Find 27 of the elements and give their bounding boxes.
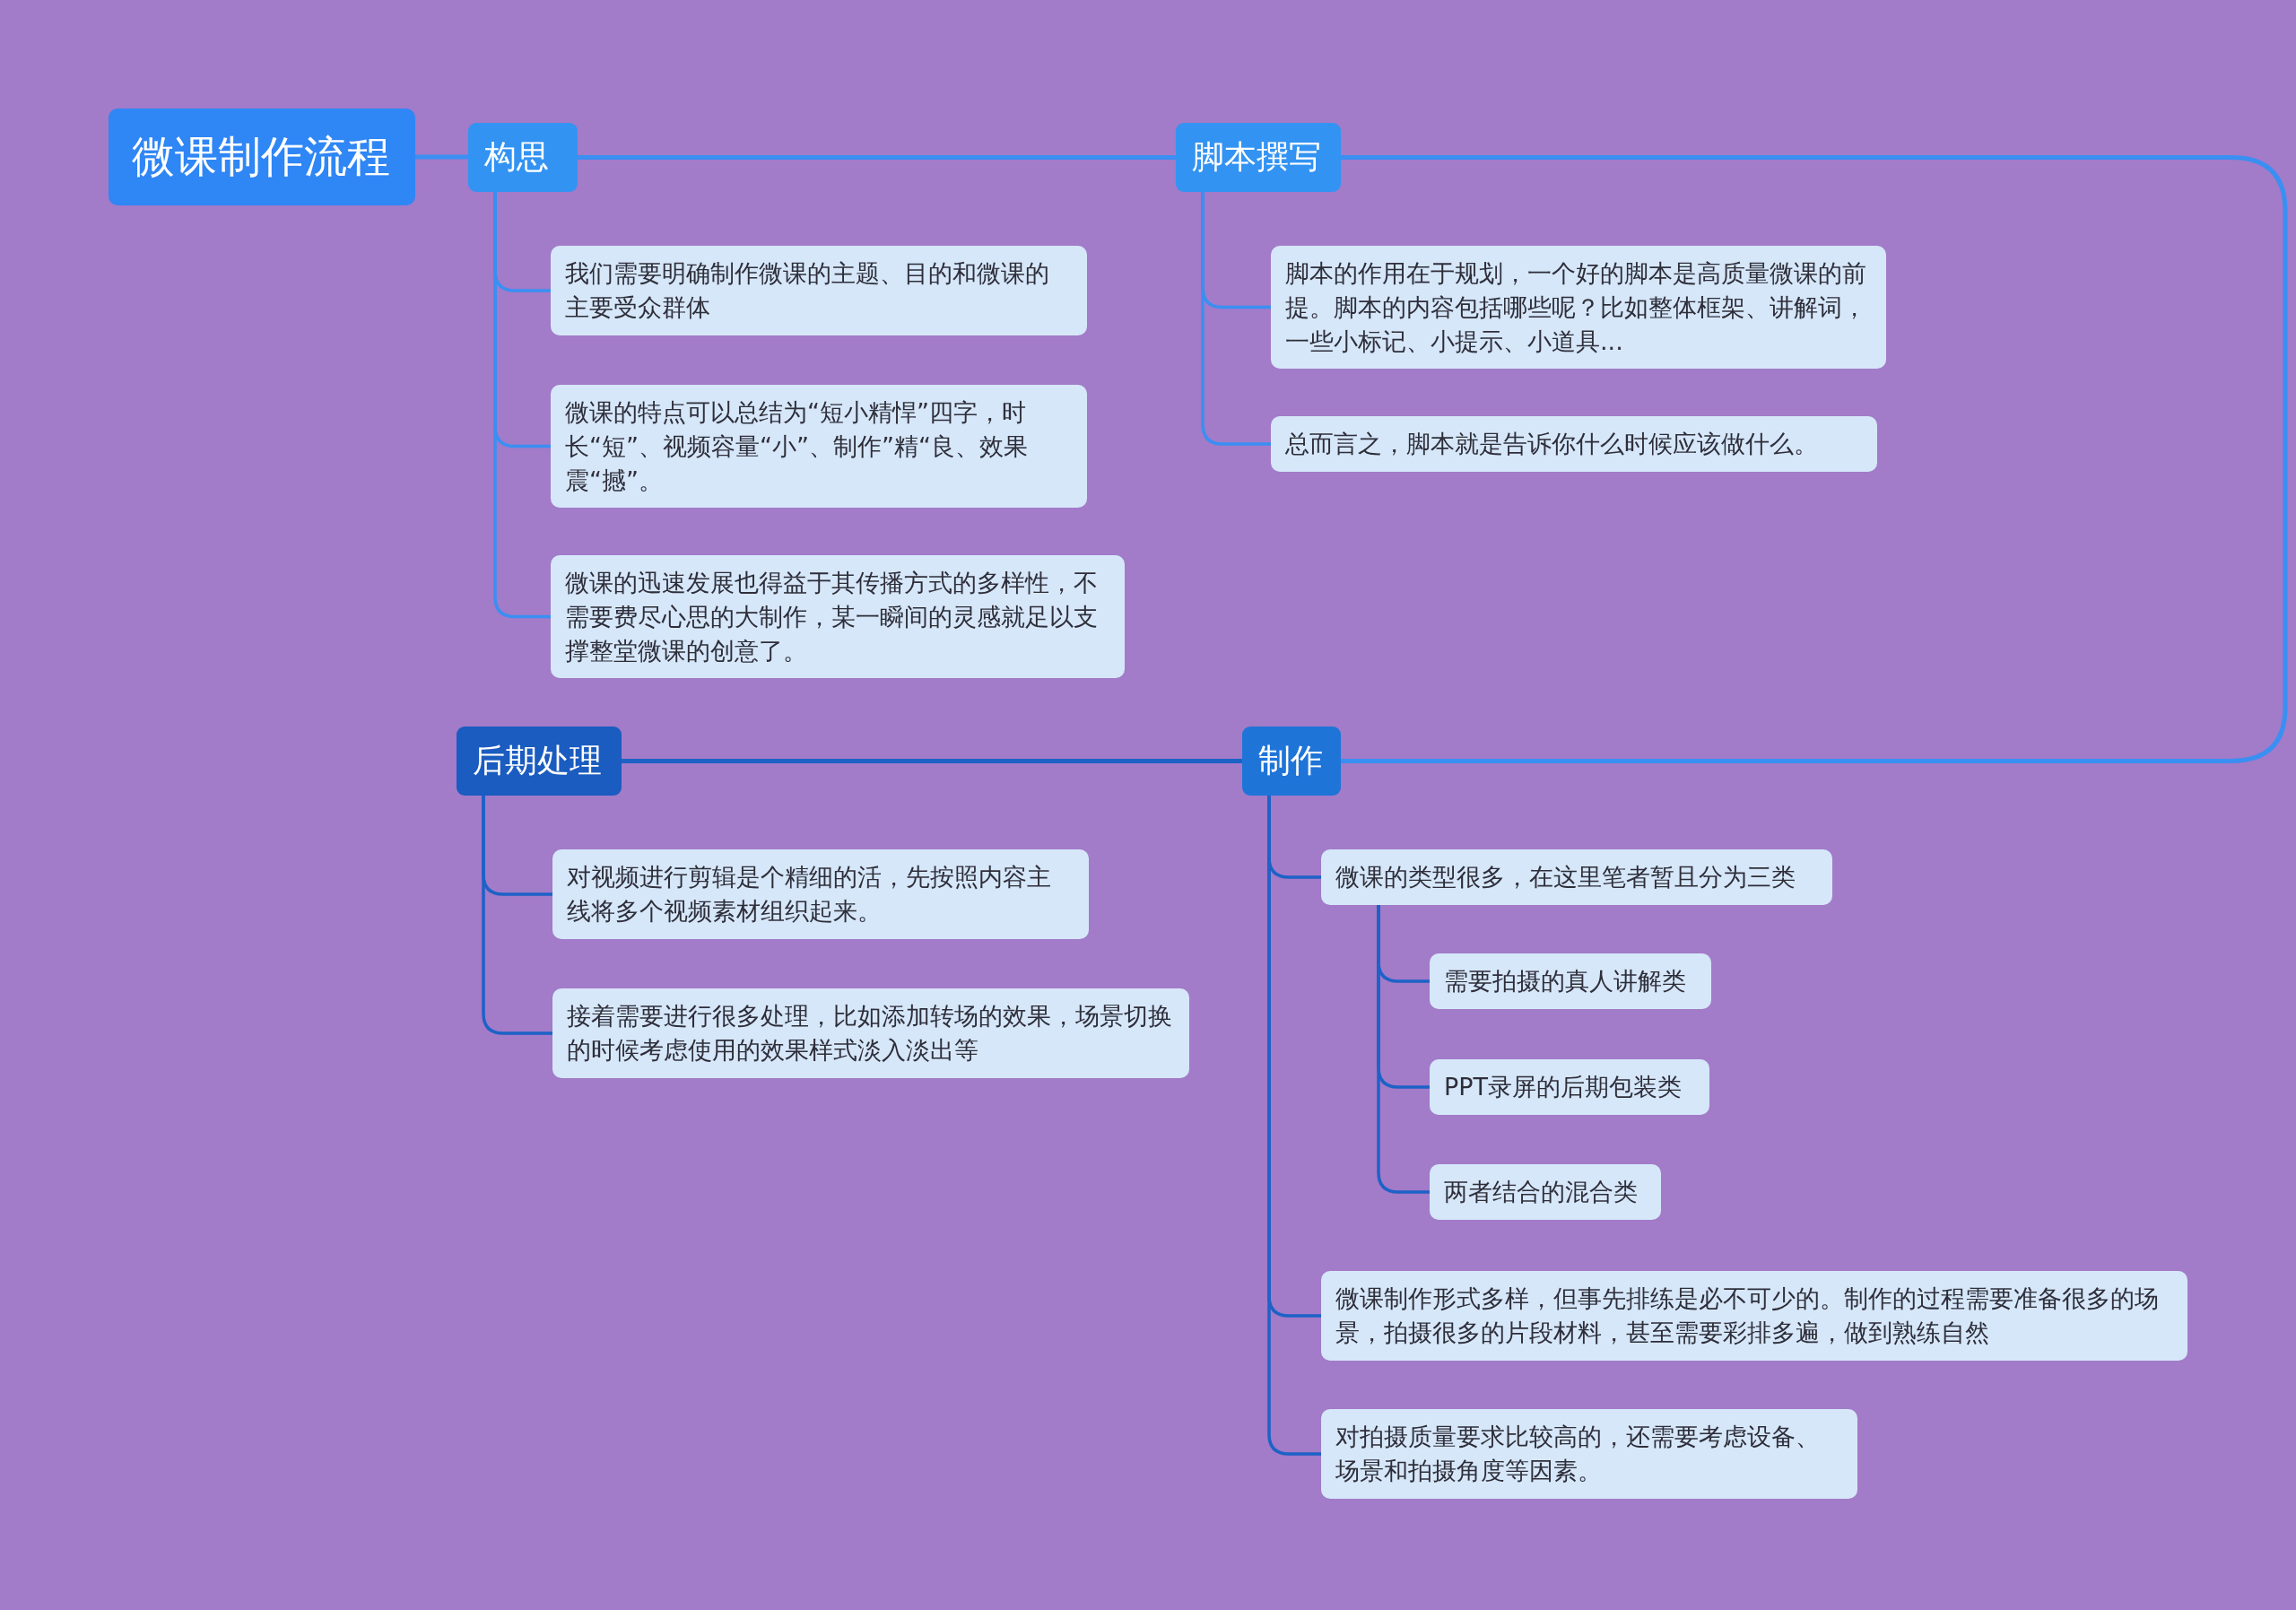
note-box: 微课的类型很多，在这里笔者暂且分为三类 — [1321, 849, 1832, 905]
connector-line — [482, 796, 552, 1035]
topic-box: 构思 — [468, 123, 578, 192]
connector-line — [493, 192, 551, 619]
note-box: 微课的迅速发展也得益于其传播方式的多样性，不需要费尽心思的大制作，某一瞬间的灵感就足以支撑整堂微课的创意了。 — [551, 555, 1125, 679]
note-box: 对视频进行剪辑是个精细的活，先按照内容主线将多个视频素材组织起来。 — [552, 849, 1089, 939]
topic-box: 后期处理 — [457, 727, 622, 796]
note-box: 微课的特点可以总结为“短小精悍”四字，时长“短”、视频容量“小”、制作”精“良、效果震“撼”。 — [551, 385, 1087, 509]
note-box: 接着需要进行很多处理，比如添加转场的效果，场景切换的时候考虑使用的效果样式淡入淡出等 — [552, 988, 1189, 1078]
note-box: 微课制作形式多样，但事先排练是必不可少的。制作的过程需要准备很多的场景，拍摄很多的片段材料，甚至需要彩排多遍，做到熟练自然 — [1321, 1271, 2187, 1361]
connector-line — [1267, 796, 1321, 1456]
note-box: 两者结合的混合类 — [1430, 1164, 1661, 1220]
connector-line — [1201, 192, 1271, 446]
topic-box: 脚本撰写 — [1176, 123, 1341, 192]
connector-line — [1341, 155, 2288, 763]
note-box: 需要拍摄的真人讲解类 — [1430, 953, 1711, 1009]
note-box: 我们需要明确制作微课的主题、目的和微课的主要受众群体 — [551, 246, 1087, 335]
connector-line — [578, 155, 1176, 160]
connector-line — [622, 759, 1242, 763]
note-box: 脚本的作用在于规划，一个好的脚本是高质量微课的前提。脚本的内容包括哪些呢？比如整体框架、讲解词，一些小标记、小提示、小道具... — [1271, 246, 1886, 370]
root-topic-box: 微课制作流程 — [109, 109, 415, 205]
note-box: 对拍摄质量要求比较高的，还需要考虑设备、场景和拍摄角度等因素。 — [1321, 1409, 1857, 1499]
connector-line — [1377, 905, 1430, 1194]
topic-box: 制作 — [1242, 727, 1341, 796]
note-box: 总而言之，脚本就是告诉你什么时候应该做什么。 — [1271, 416, 1877, 472]
note-box: PPT录屏的后期包装类 — [1430, 1059, 1709, 1115]
connector-line — [415, 154, 468, 160]
